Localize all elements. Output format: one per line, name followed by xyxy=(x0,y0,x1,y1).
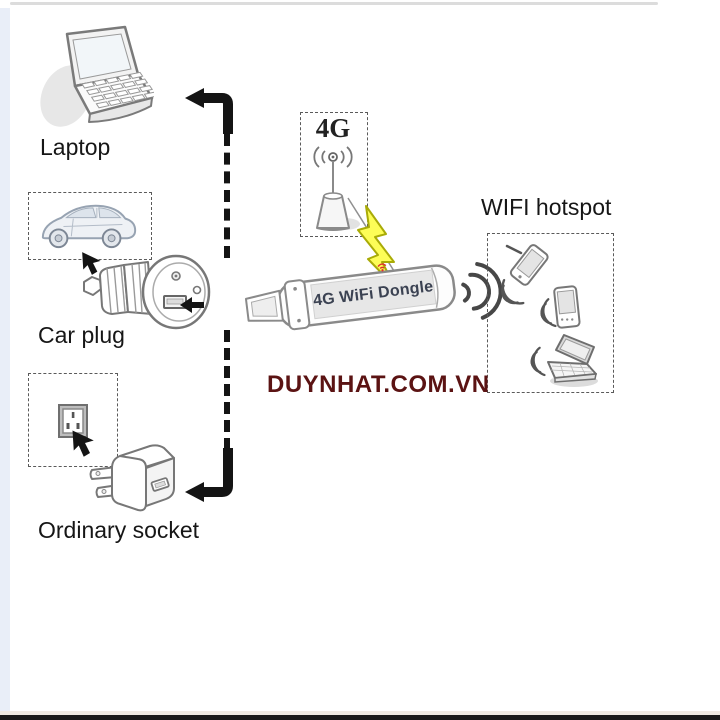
car-charger-illustration xyxy=(83,254,211,330)
wifi-hotspot-box xyxy=(487,233,614,393)
dongle-body xyxy=(244,264,456,331)
car-illustration xyxy=(41,204,137,249)
wifi-badge-red-icon xyxy=(377,263,387,272)
watermark-text: DUYNHAT.COM.VN xyxy=(267,371,490,398)
car-plug-label: Car plug xyxy=(38,322,125,348)
wifi-hotspot-title: WIFI hotspot xyxy=(481,194,612,220)
top-divider-line xyxy=(10,2,658,5)
dashed-connector-upper xyxy=(224,134,230,258)
cursor-arrow-icon xyxy=(72,430,94,457)
usb-wall-charger-illustration xyxy=(89,444,175,512)
usb-port-arrow-icon xyxy=(180,297,204,313)
laptop-illustration xyxy=(40,25,154,127)
dongle-wifi-waves-icon xyxy=(461,262,503,320)
dashed-connector-lower xyxy=(224,330,230,450)
4g-antenna-tower-icon xyxy=(313,146,360,231)
smartphone-icon xyxy=(553,285,581,329)
bottom-soft-line xyxy=(0,711,720,715)
laptop-label: Laptop xyxy=(40,134,111,160)
cursor-arrow-icon xyxy=(82,252,101,275)
ordinary-socket-label: Ordinary socket xyxy=(38,517,200,543)
elbow-arrow-top-icon xyxy=(185,88,233,134)
elbow-arrow-bottom-icon xyxy=(185,448,233,502)
network-4g-label: 4G xyxy=(315,113,351,143)
dongle-illustration: 4G WiFi Dongle xyxy=(240,253,465,349)
laptop-small-icon xyxy=(547,334,598,387)
network-4g-box xyxy=(300,112,368,237)
socket-target-box xyxy=(28,373,118,467)
left-edge-strip xyxy=(0,8,10,712)
wifi-waves-icon xyxy=(540,298,557,328)
bottom-dark-bar xyxy=(0,715,720,720)
wifi-waves-icon xyxy=(501,278,525,305)
smartphone-stylus-icon xyxy=(505,244,549,286)
wifi-waves-icon xyxy=(530,346,546,377)
